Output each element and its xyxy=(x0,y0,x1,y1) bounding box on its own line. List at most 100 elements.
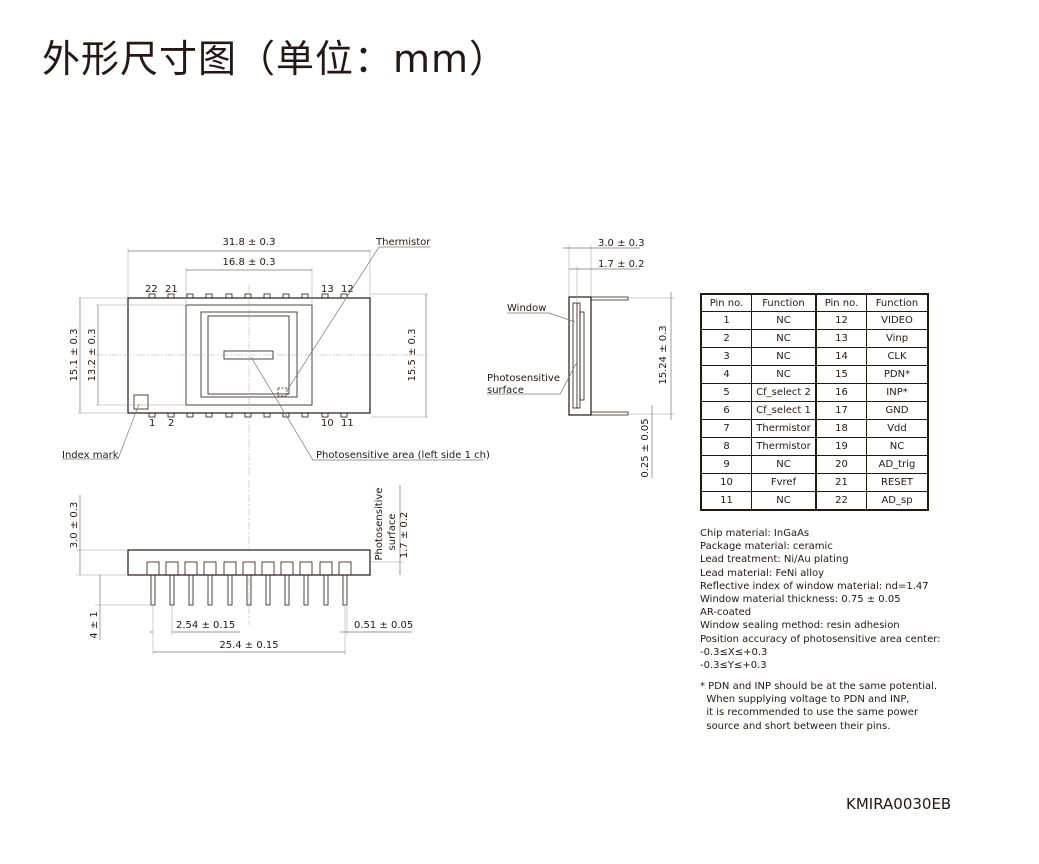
table-header: Function xyxy=(866,293,929,312)
table-cell: 14 xyxy=(815,347,867,366)
table-cell: Fvref xyxy=(751,473,817,492)
front-dim-051: 0.51 ± 0.05 xyxy=(354,620,413,631)
table-cell: Thermistor xyxy=(751,437,817,456)
pin-label-21: 21 xyxy=(165,284,178,295)
front-view: 3.0 ± 0.3 4 ± 1 1.7 ± 0.2 Photosensitive… xyxy=(69,485,413,655)
pin-label-12: 12 xyxy=(341,284,354,295)
table-cell: Cf_select 1 xyxy=(751,401,817,420)
table-cell: 2 xyxy=(700,329,752,348)
dim-height-right: 15.5 ± 0.3 xyxy=(407,329,418,382)
front-label-ps-2: surface xyxy=(387,514,398,551)
spec-line: Package material: ceramic xyxy=(700,541,833,553)
table-cell: NC xyxy=(751,491,817,511)
pin-label-13: 13 xyxy=(321,284,334,295)
spec-line: Position accuracy of photosensitive area… xyxy=(700,633,941,645)
front-dim-3: 3.0 ± 0.3 xyxy=(69,502,80,549)
table-cell: INP* xyxy=(866,383,929,402)
table-header: Pin no. xyxy=(700,293,752,312)
front-dim-4: 4 ± 1 xyxy=(89,611,100,638)
spec-line: Lead treatment: Ni/Au plating xyxy=(700,554,849,566)
table-cell: 11 xyxy=(700,491,752,511)
table-cell: Vdd xyxy=(866,419,929,438)
thermistor-mark xyxy=(277,387,288,397)
table-cell: 4 xyxy=(700,365,752,384)
pin-label-10: 10 xyxy=(321,418,334,429)
side-view: 3.0 ± 0.3 1.7 ± 0.2 15.24 ± 0.3 0.25 ± 0… xyxy=(487,238,675,478)
spec-line: -0.3≤Y≤+0.3 xyxy=(700,660,767,672)
table-cell: 8 xyxy=(700,437,752,456)
table-cell: NC xyxy=(751,347,817,366)
table-cell: NC xyxy=(866,437,929,456)
note-line: When supplying voltage to PDN and INP, xyxy=(700,694,910,706)
side-label-window: Window xyxy=(507,303,546,314)
table-cell: 1 xyxy=(700,311,752,330)
front-label-ps-1: Photosensitive xyxy=(374,488,385,561)
dim-height-total: 15.1 ± 0.3 xyxy=(69,329,80,382)
spec-line: Reflective index of window material: nd=… xyxy=(700,580,929,592)
dim-height-body: 13.2 ± 0.3 xyxy=(87,329,98,382)
table-cell: 12 xyxy=(815,311,867,330)
table-cell: 5 xyxy=(700,383,752,402)
dim-inner-width: 16.8 ± 0.3 xyxy=(223,257,276,268)
table-cell: 6 xyxy=(700,401,752,420)
table-cell: RESET xyxy=(866,473,929,492)
spec-line: Lead material: FeNi alloy xyxy=(700,567,825,579)
note-line: * PDN and INP should be at the same pote… xyxy=(700,681,938,692)
index-mark xyxy=(133,394,149,410)
side-dim-17: 1.7 ± 0.2 xyxy=(598,259,645,270)
table-cell: 13 xyxy=(815,329,867,348)
table-cell: GND xyxy=(866,401,929,420)
table-cell: CLK xyxy=(866,347,929,366)
note-line: it is recommended to use the same power xyxy=(700,707,919,719)
label-photosensitive-area: Photosensitive area (left side 1 ch) xyxy=(316,450,490,461)
table-cell: 18 xyxy=(815,419,867,438)
spec-line: Window sealing method: resin adhesion xyxy=(700,620,900,632)
table-cell: Vinp xyxy=(866,329,929,348)
table-cell: 10 xyxy=(700,473,752,492)
table-cell: NC xyxy=(751,455,817,474)
table-cell: PDN* xyxy=(866,365,929,384)
side-dim-025: 0.25 ± 0.05 xyxy=(640,418,651,477)
pin-label-2: 2 xyxy=(168,418,174,429)
side-dim-1524: 15.24 ± 0.3 xyxy=(658,325,669,384)
page-title: 外形尺寸图（单位：mm） xyxy=(42,37,509,81)
table-cell: 7 xyxy=(700,419,752,438)
table-header-row: Pin no. Function Pin no. Function xyxy=(700,293,929,312)
side-dim-3: 3.0 ± 0.3 xyxy=(598,238,645,249)
table-cell: NC xyxy=(751,329,817,348)
dim-width: 31.8 ± 0.3 xyxy=(223,237,276,248)
pin-label-1: 1 xyxy=(149,418,155,429)
table-cell: 16 xyxy=(815,383,867,402)
table-cell: VIDEO xyxy=(866,311,929,330)
table-header: Function xyxy=(751,293,817,312)
spec-line: Chip material: InGaAs xyxy=(700,528,810,539)
pin-label-11: 11 xyxy=(341,418,354,429)
table-cell: 21 xyxy=(815,473,867,492)
label-index-mark: Index mark xyxy=(62,450,119,461)
spec-line: -0.3≤X≤+0.3 xyxy=(700,646,768,658)
table-cell: Thermistor xyxy=(751,419,817,438)
table-cell: AD_sp xyxy=(866,491,929,511)
front-dim-254: 2.54 ± 0.15 xyxy=(176,620,235,631)
note-line: source and short between their pins. xyxy=(700,720,891,732)
side-label-ps-1: Photosensitive xyxy=(487,373,560,384)
table-cell: AD_trig xyxy=(866,455,929,474)
package-body-front xyxy=(127,549,371,576)
document-code: KMIRA0030EB xyxy=(846,795,952,813)
table-cell: 20 xyxy=(815,455,867,474)
side-label-ps-2: surface xyxy=(487,385,524,396)
front-dim-254-total: 25.4 ± 0.15 xyxy=(219,640,278,651)
